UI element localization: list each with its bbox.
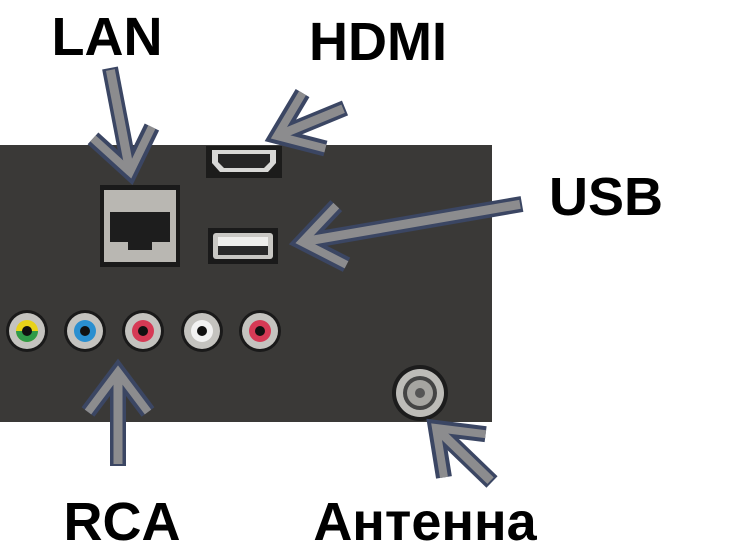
lan-arrow <box>87 66 160 186</box>
label-hdmi: HDMI <box>309 12 447 72</box>
rca-jack <box>122 310 164 352</box>
antenna-arrow <box>426 418 498 488</box>
label-lan: LAN <box>52 7 163 67</box>
rca-jack <box>239 310 281 352</box>
usb-port <box>208 228 278 264</box>
hdmi-port <box>206 146 282 178</box>
antenna-socket <box>392 365 448 421</box>
rca-arrow <box>81 358 155 466</box>
lan-port <box>100 185 180 267</box>
rca-jacks <box>6 310 281 352</box>
label-usb: USB <box>549 167 663 227</box>
usb-arrow <box>288 196 524 272</box>
label-antenna: Антенна <box>313 492 537 552</box>
rca-jack <box>64 310 106 352</box>
rca-jack <box>6 310 48 352</box>
rca-jack <box>181 310 223 352</box>
hdmi-arrow <box>264 88 349 157</box>
label-rca: RCA <box>64 492 181 552</box>
